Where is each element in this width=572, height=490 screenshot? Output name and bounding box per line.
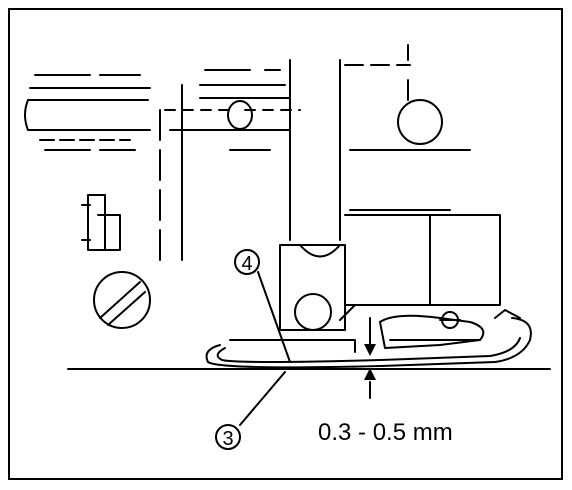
callout-leader-4 (257, 271, 291, 363)
left-screws (81, 194, 151, 329)
callout-leader-3 (239, 371, 286, 426)
presser-bar-block (279, 214, 501, 331)
callout-label-3: 3 (222, 428, 233, 450)
callout-circle-3 (215, 424, 241, 450)
presser-foot (205, 309, 532, 369)
upper-mechanism (24, 44, 471, 261)
clearance-dimension-label: 0.3 - 0.5 mm (318, 419, 453, 446)
callout-circle-4 (234, 249, 260, 275)
dimension-arrows (364, 317, 376, 399)
callout-label-4: 4 (241, 253, 252, 275)
